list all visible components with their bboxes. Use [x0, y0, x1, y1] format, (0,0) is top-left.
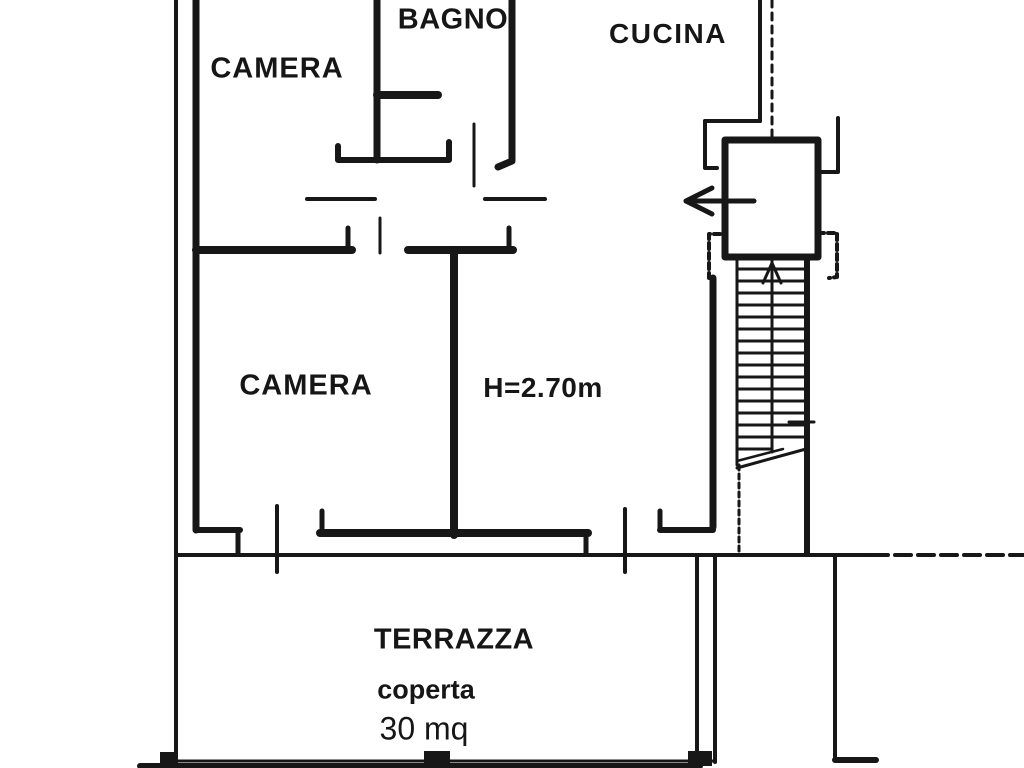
lower-room-walls — [193, 508, 592, 556]
ceiling-height-note: H=2.70m — [483, 372, 603, 403]
cucina-walls — [703, 0, 840, 174]
stair-cut-line-2 — [735, 447, 785, 463]
stair-cut-line — [735, 447, 808, 470]
room-label-camera-lower: CAMERA — [239, 369, 373, 402]
room-label-cucina: CUCINA — [609, 18, 727, 49]
stairs-up-arrow-icon — [761, 261, 783, 285]
room-label-camera-top: CAMERA — [210, 52, 344, 85]
terrazza-area-label: 30 mq — [379, 710, 469, 747]
terrace-walls — [137, 504, 1024, 768]
bagno-walls — [335, 0, 516, 188]
stair-treads — [735, 267, 809, 451]
entry-arrow-icon — [683, 185, 757, 217]
room-label-bagno: BAGNO — [397, 3, 509, 36]
door-openings — [305, 197, 547, 255]
terrazza-sub-label: coperta — [377, 674, 475, 705]
staircase — [657, 231, 839, 556]
left-outer-wall — [174, 0, 200, 765]
middle-walls — [192, 225, 517, 539]
room-label-terrazza: TERRAZZA — [373, 623, 535, 656]
